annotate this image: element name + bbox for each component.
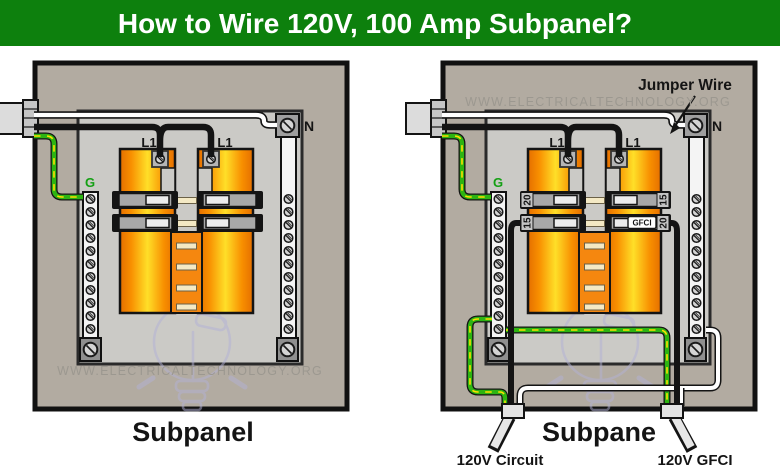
- neutral-label: N: [712, 118, 722, 134]
- neutral-wire-branch: [516, 326, 722, 406]
- header-banner: How to Wire 120V, 100 Amp Subpanel?: [0, 0, 780, 46]
- left-panel-caption: Subpanel: [132, 417, 254, 447]
- right-subpanel-diagram: 20 15 15 20 GFCI Jumper Wire WWW.ELECTRI…: [406, 63, 755, 469]
- watermark-text: WWW.ELECTRICALTECHNOLOGY.ORG: [57, 364, 323, 378]
- conduit-connector-right: [660, 403, 684, 419]
- conduit-circuit: [490, 415, 513, 449]
- watermark-text: WWW.ELECTRICALTECHNOLOGY.ORG: [465, 95, 731, 109]
- breaker-rating-labels: 20 15 15 20 GFCI: [520, 192, 670, 231]
- line1-label: L1: [625, 135, 640, 150]
- ground-wire-circuit: [466, 315, 509, 406]
- circuit-output-label: 120V Circuit: [457, 452, 544, 469]
- page-title: How to Wire 120V, 100 Amp Subpanel?: [118, 8, 632, 39]
- gfci-label: GFCI: [632, 219, 651, 228]
- breaker-15a-label: 15: [659, 194, 670, 206]
- hot-wire-gfci: [664, 220, 680, 406]
- conduit-connector-left: [501, 403, 525, 419]
- jumper-wire-label: Jumper Wire: [638, 77, 732, 94]
- right-panel-caption: Subpane: [542, 417, 656, 447]
- line1-label: L1: [217, 135, 232, 150]
- breaker-20a-label: 20: [659, 217, 670, 229]
- conduit-gfci: [671, 415, 695, 449]
- line1-label: L1: [141, 135, 156, 150]
- ground-label: G: [493, 175, 503, 190]
- ground-label: G: [85, 175, 95, 190]
- jumper-arrow-line: [674, 95, 696, 127]
- header-background: [0, 0, 780, 46]
- neutral-label: N: [304, 118, 314, 134]
- exit-conduits: [487, 403, 698, 453]
- gfci-output-label: 120V GFCI: [657, 452, 732, 469]
- jumper-annotation: Jumper Wire: [638, 77, 732, 134]
- branch-wires: [466, 220, 722, 406]
- left-subpanel-diagram: L1 L1 N G WWW.ELECTRICALTECHNOLOGY.ORG S…: [0, 63, 347, 447]
- jumper-arrowhead: [670, 122, 680, 134]
- breaker-15a-label: 15: [523, 217, 534, 229]
- breaker-20a-label: 20: [523, 194, 534, 206]
- ground-wire-gfci: [506, 326, 671, 406]
- line1-label: L1: [549, 135, 564, 150]
- hot-wire-circuit: [508, 220, 524, 406]
